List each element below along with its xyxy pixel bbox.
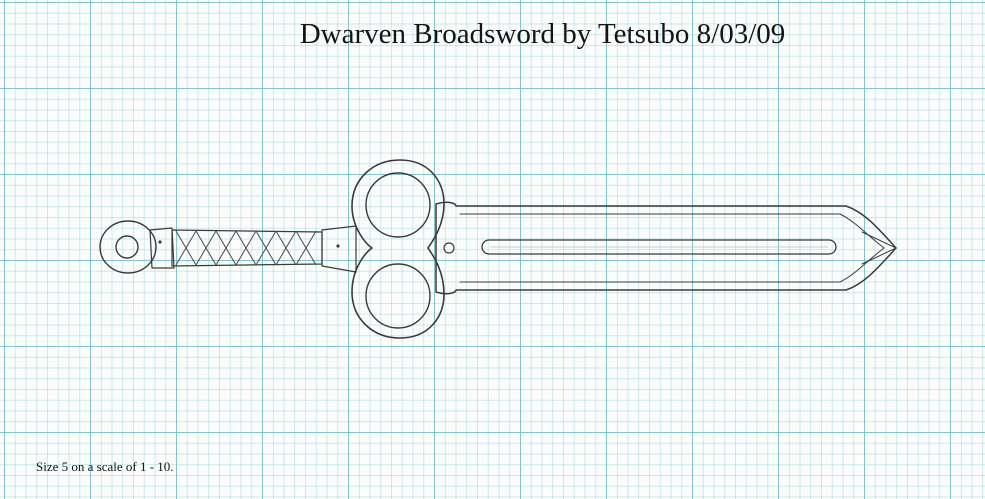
crossguard-rings (351, 159, 445, 339)
page-title: Dwarven Broadsword by Tetsubo 8/03/09 (299, 18, 786, 50)
handle-pommel-collar (149, 227, 175, 269)
wrapped-grip (171, 229, 323, 267)
pommel-ring (99, 220, 157, 274)
size-note: Size 5 on a scale of 1 - 10. (36, 459, 174, 474)
blade (435, 201, 897, 295)
handle-guard-collar (321, 225, 357, 273)
